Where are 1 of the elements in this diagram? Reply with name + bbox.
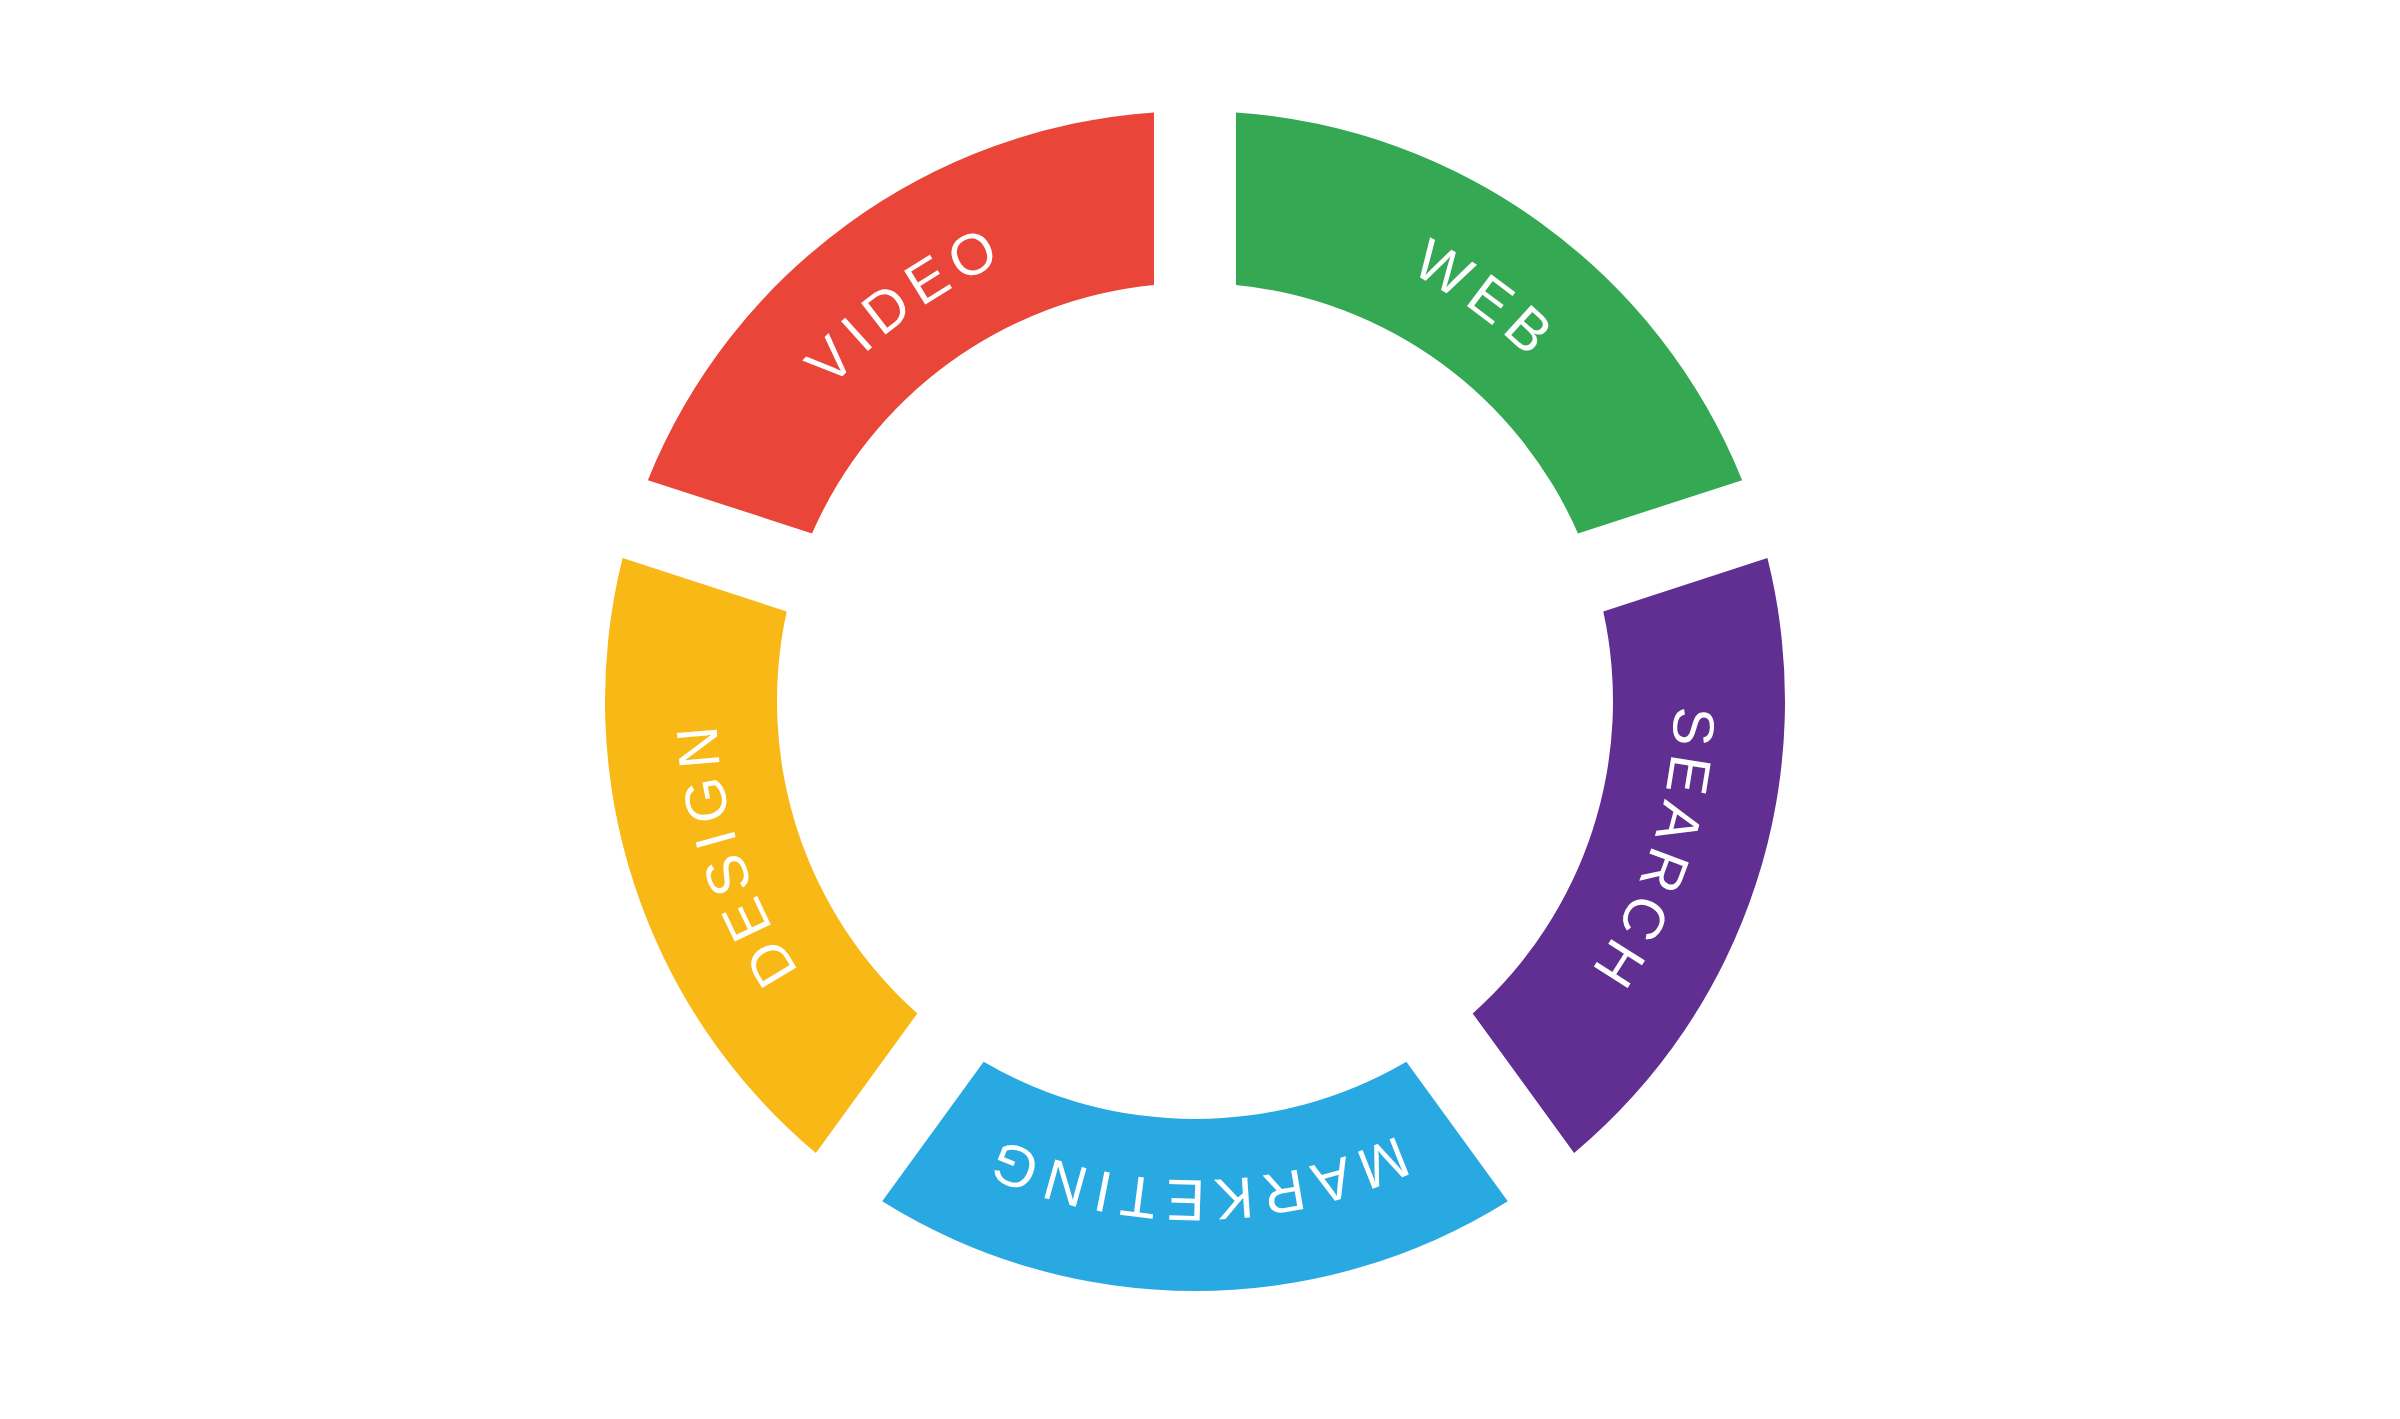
segment-label: MARKETING [972, 1124, 1418, 1234]
